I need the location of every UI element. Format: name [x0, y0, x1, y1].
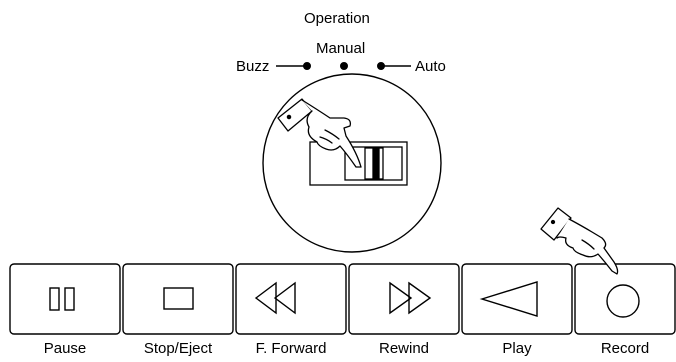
mode-label-buzz: Buzz: [236, 58, 270, 75]
stop-eject-button[interactable]: [122, 263, 234, 335]
record-circle-icon: [606, 284, 640, 318]
pause-label: Pause: [43, 340, 87, 357]
fast-forward-button[interactable]: [235, 263, 347, 335]
record-button[interactable]: [574, 263, 676, 335]
rewind-button[interactable]: [348, 263, 460, 335]
button-strip: [9, 263, 676, 335]
hand-icon: [277, 98, 362, 168]
record-hand-icon: [540, 207, 619, 275]
play-button[interactable]: [461, 263, 573, 335]
rewind-label: Rewind: [378, 340, 430, 357]
stop-eject-label: Stop/Eject: [143, 340, 213, 357]
operation-title: Operation: [304, 10, 370, 27]
manual-position-dot: [340, 62, 349, 71]
play-label: Play: [502, 340, 532, 357]
mode-label-auto: Auto: [415, 58, 446, 75]
record-label: Record: [600, 340, 650, 357]
mode-selector: [276, 62, 411, 71]
play-left-triangle-icon: [479, 281, 538, 317]
mode-label-manual: Manual: [316, 40, 366, 57]
double-left-arrow-icon: [254, 281, 296, 315]
double-right-arrow-icon: [389, 281, 432, 315]
buzz-position-dot: [303, 62, 312, 71]
stop-icon: [163, 287, 194, 310]
switch-zoom-circle: [262, 73, 442, 253]
fast-forward-label: F. Forward: [255, 340, 327, 357]
pause-icon: [49, 287, 75, 311]
